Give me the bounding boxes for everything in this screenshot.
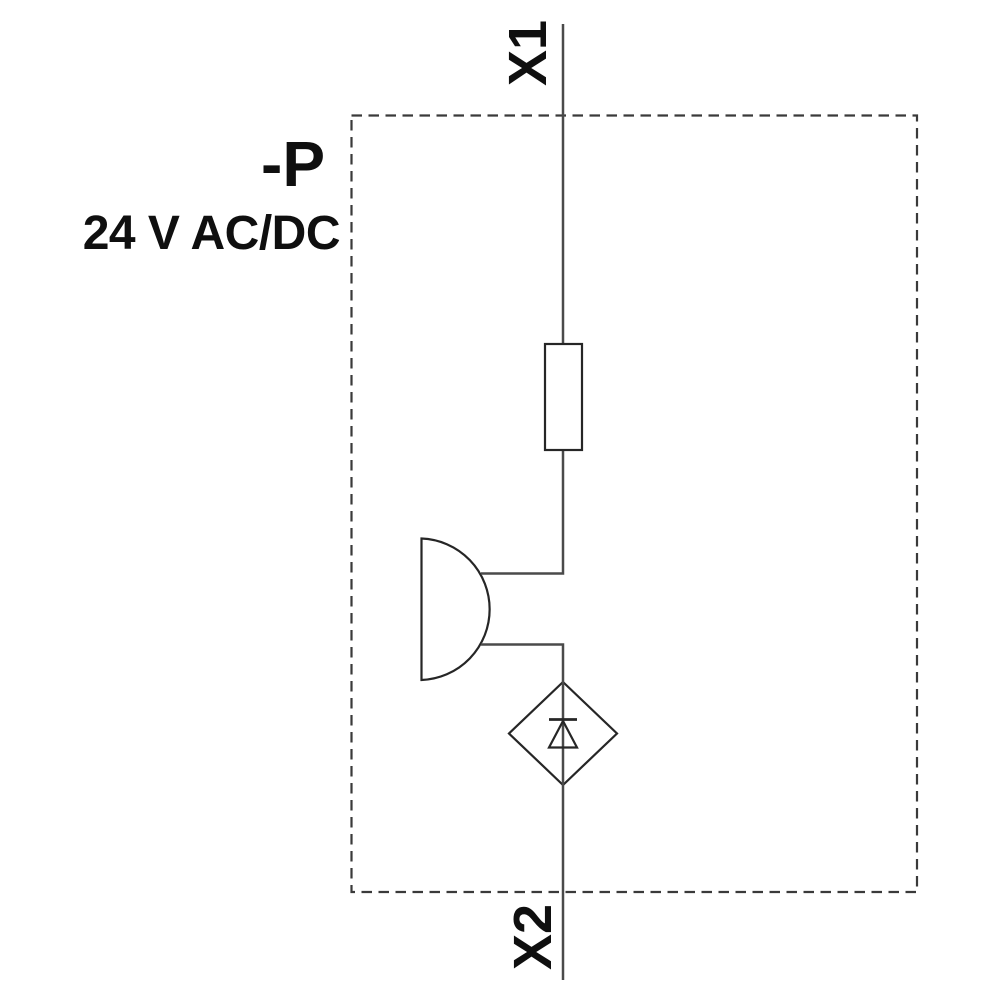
device-boundary-dashed [350, 114, 919, 894]
top-lead-wire [481, 24, 565, 575]
resistor-symbol [543, 342, 584, 452]
diode-anode-triangle [547, 718, 579, 749]
bottom-lead-wire [481, 643, 565, 980]
terminal-label-x1: X1 [498, 20, 558, 86]
voltage-rating-label: 24 V AC/DC [83, 207, 340, 260]
terminal-label-x2: X2 [503, 904, 563, 970]
rectifier-diode-symbol [481, 643, 619, 980]
device-reference-label: -P [261, 128, 325, 200]
buzzer-symbol [420, 537, 491, 682]
